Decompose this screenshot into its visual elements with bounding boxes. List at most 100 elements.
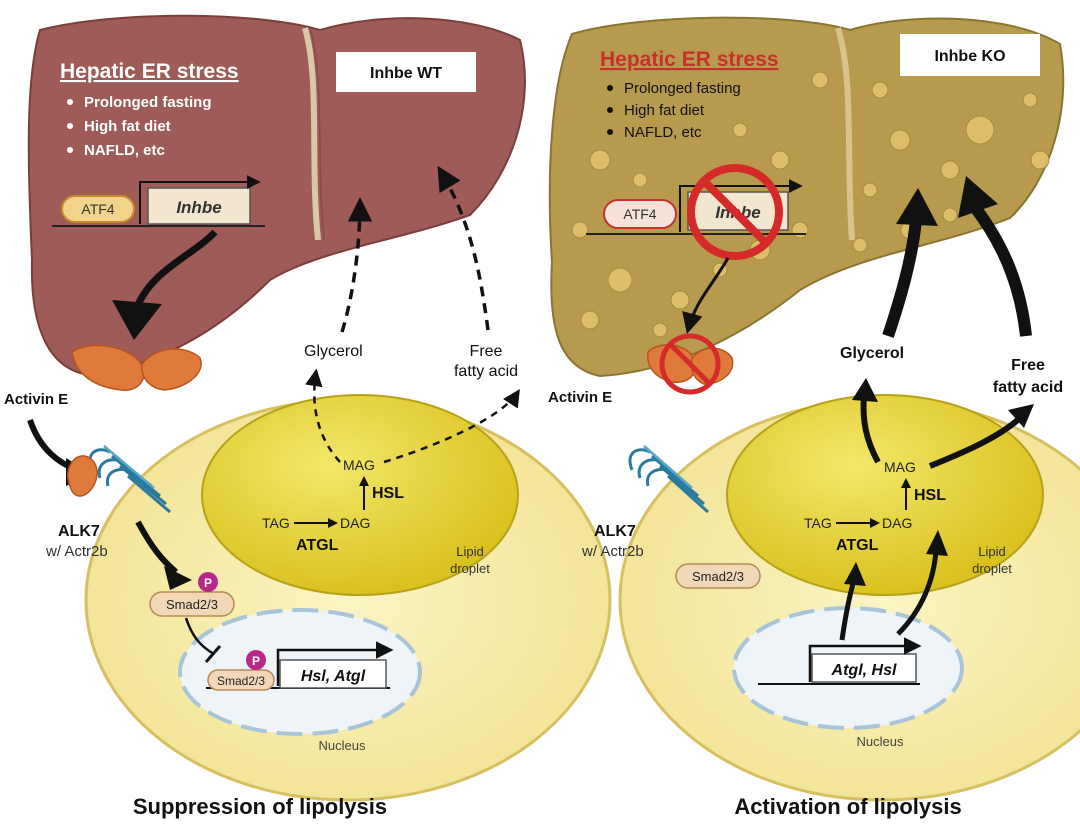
mag-label: MAG	[884, 459, 916, 475]
inhbe-gene-label: Inhbe	[176, 198, 221, 217]
prohibition-icon	[687, 164, 783, 260]
ffa-label: Free	[470, 343, 503, 360]
tag-label: TAG	[262, 515, 290, 531]
phospho-label: P	[252, 654, 260, 668]
ffa-release-arrow	[383, 389, 520, 464]
alk7-label: ALK7	[58, 523, 100, 540]
signal-arrow	[135, 520, 178, 575]
target-gene-box-wt	[279, 659, 387, 689]
atf4-label: ATF4	[81, 201, 114, 217]
condition-item: Prolonged fasting	[624, 80, 741, 97]
activin-e-label: Activin E	[4, 391, 68, 408]
atgl-label: ATGL	[836, 537, 879, 554]
ffa-release-arrow	[928, 415, 1023, 469]
dag-label: DAG	[340, 515, 370, 531]
arrowhead	[852, 378, 878, 402]
alk7-receptor-wt	[88, 445, 171, 514]
arrowhead	[844, 562, 866, 586]
actr2b-label: w/ Actr2b	[581, 543, 644, 560]
tss-arrow	[808, 637, 922, 682]
phospho-label: P	[204, 576, 212, 590]
condition-list-wt: Prolonged fasting High fat diet NAFLD, e…	[67, 94, 212, 159]
smad-pill-ko	[675, 563, 761, 589]
atf4-pill	[603, 199, 677, 229]
genotype-box-wt	[336, 52, 476, 92]
target-gene-label: Atgl, Hsl	[831, 662, 897, 679]
hsl-label: HSL	[372, 485, 404, 502]
smad-label: Smad2/3	[166, 597, 218, 612]
glycerol-release-arrow	[305, 368, 341, 463]
arrowhead	[896, 188, 938, 226]
glycerol-label: Glycerol	[304, 343, 363, 360]
arrowhead	[926, 530, 948, 556]
hsl-label: HSL	[914, 487, 946, 504]
secretion-arrow	[682, 257, 730, 335]
genotype-box-ko	[900, 34, 1040, 76]
droplet-label: droplet	[972, 561, 1012, 576]
secretion-arrow	[131, 229, 218, 314]
ffa-label: fatty acid	[993, 379, 1063, 396]
glycerol-to-liver-arrow	[340, 197, 373, 333]
atf4-label: ATF4	[623, 206, 656, 222]
caption-right: Activation of lipolysis	[734, 794, 961, 819]
lipid-droplet-wt	[201, 394, 519, 596]
left-panel: Hepatic ER stress Prolonged fasting High…	[4, 14, 612, 819]
arrowhead	[1008, 404, 1034, 428]
inhbe-gene-box	[147, 187, 251, 225]
stress-title-ko: Hepatic ER stress	[600, 48, 779, 71]
hsl-upregulation-arrow	[896, 549, 939, 636]
condition-item: High fat diet	[624, 102, 705, 119]
target-gene-label: Hsl, Atgl	[301, 668, 366, 685]
ffa-to-liver-arrow	[437, 165, 490, 331]
liver-ko	[548, 16, 1065, 378]
smad-nuclear-pill	[207, 669, 275, 691]
droplet-label: droplet	[450, 561, 490, 576]
condition-list-ko: Prolonged fasting High fat diet NAFLD, e…	[607, 80, 741, 141]
inhibition-bar	[204, 645, 222, 663]
alk7-label: ALK7	[594, 523, 636, 540]
target-gene-box-ko	[811, 653, 917, 683]
arrowhead	[164, 566, 192, 590]
activin-e-blocked	[647, 333, 734, 395]
nucleus-label: Nucleus	[857, 734, 904, 749]
glycerol-to-liver-arrow	[882, 219, 922, 338]
actr2b-label: w/ Actr2b	[45, 543, 108, 560]
atgl-label: ATGL	[296, 537, 339, 554]
droplet-label: Lipid	[456, 544, 483, 559]
mag-label: MAG	[343, 457, 375, 473]
condition-item: NAFLD, etc	[84, 142, 165, 159]
activin-e-label: Activin E	[548, 389, 612, 406]
droplet-label: Lipid	[978, 544, 1005, 559]
lipid-droplet-ko	[726, 394, 1044, 596]
ffa-label: fatty acid	[454, 363, 518, 380]
arrowhead	[112, 300, 162, 340]
condition-item: High fat diet	[84, 118, 171, 135]
atf4-pill	[61, 195, 135, 223]
ffa-to-liver-arrow	[969, 202, 1032, 337]
nucleus-label: Nucleus	[319, 738, 366, 753]
ffa-label: Free	[1011, 357, 1045, 374]
inhibition-line	[184, 617, 215, 656]
dag-label: DAG	[882, 515, 912, 531]
smad-nuclear-label: Smad2/3	[217, 674, 265, 688]
genotype-label-wt: Inhbe WT	[370, 65, 442, 82]
phospho-badge	[198, 572, 218, 592]
tss-arrow	[139, 175, 261, 224]
condition-item: Prolonged fasting	[84, 94, 212, 111]
right-panel: Hepatic ER stress Prolonged fasting High…	[548, 16, 1080, 819]
bound-activin-e	[67, 455, 98, 497]
condition-item: NAFLD, etc	[624, 124, 702, 141]
alk7-receptor-ko	[628, 445, 710, 514]
stress-title-wt: Hepatic ER stress	[60, 60, 239, 83]
arrowhead	[958, 176, 998, 218]
glycerol-release-arrow	[860, 395, 881, 464]
tss-arrow	[276, 641, 394, 686]
tss-arrow	[679, 179, 803, 232]
phospho-badge	[246, 650, 266, 670]
activin-e-protein	[71, 344, 202, 391]
genotype-label-ko: Inhbe KO	[934, 48, 1005, 65]
caption-left: Suppression of lipolysis	[133, 794, 387, 819]
smad-label: Smad2/3	[692, 569, 744, 584]
smad-pill-wt	[149, 591, 235, 617]
